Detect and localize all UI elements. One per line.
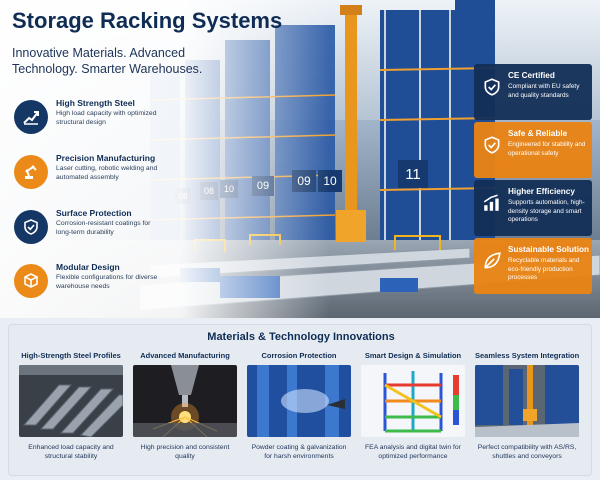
feature-surface-protection: Surface Protection Corrosion-resistant c… (14, 208, 174, 252)
card-higher-efficiency: Higher Efficiency Supports automation, h… (474, 180, 592, 236)
powder-coating-image (247, 365, 351, 437)
chart-up-icon (483, 194, 499, 211)
card-desc: Engineered for stability and operational… (508, 141, 586, 157)
fea-simulation-image (361, 365, 465, 437)
innovation-caption: Powder coating & galvanization for harsh… (251, 444, 347, 460)
feature-desc: Corrosion-resistant coatings for long-te… (56, 220, 151, 236)
card-safe-reliable: Safe & Reliable Engineered for stability… (474, 122, 592, 178)
innovation-caption: Enhanced load capacity and structural st… (28, 444, 114, 460)
innovation-title: Seamless System Integration (475, 351, 580, 360)
innovation-smart-design: Smart Design & Simulation (361, 351, 465, 475)
laser-cutting-image (133, 365, 237, 437)
card-title: Safe & Reliable (508, 129, 568, 138)
asrs-integration-image (475, 365, 579, 437)
feature-title: Precision Manufacturing (56, 153, 156, 163)
card-title: CE Certified (508, 71, 555, 80)
innovation-caption: High precision and consistent quality (140, 444, 230, 460)
innovation-corrosion-protection: Corrosion Protection Powder coating & ga… (247, 351, 351, 475)
innovation-system-integration: Seamless System Integration Perfect comp… (475, 351, 579, 475)
feature-title: Surface Protection (56, 208, 132, 218)
card-ce-certified: CE Certified Compliant with EU safety an… (474, 64, 592, 120)
shield-icon (24, 219, 38, 235)
rack-label: 11 (398, 160, 428, 188)
feature-desc: High load capacity with optimized struct… (56, 110, 157, 126)
feature-title: High Strength Steel (56, 98, 135, 108)
cube-icon (24, 273, 38, 288)
feature-desc: Laser cutting, robotic welding and autom… (56, 165, 158, 181)
innovation-caption: FEA analysis and digital twin for optimi… (365, 444, 461, 460)
feature-modular-design: Modular Design Flexible configurations f… (14, 262, 174, 306)
card-title: Higher Efficiency (508, 187, 575, 196)
feature-high-strength-steel: High Strength Steel High load capacity w… (14, 98, 174, 142)
chart-up-icon (23, 111, 39, 125)
innovation-advanced-manufacturing: Advanced Manufacturing High precision an… (133, 351, 237, 475)
page-title: Storage Racking Systems (12, 8, 283, 33)
innovation-title: Smart Design & Simulation (364, 351, 462, 360)
card-sustainable-solution: Sustainable Solution Recyclable material… (474, 238, 592, 294)
innovation-title: Corrosion Protection (261, 351, 337, 360)
panel-title: Materials & Technology Innovations (207, 331, 395, 343)
shield-check-icon (484, 78, 500, 96)
robot-arm-icon (25, 165, 37, 179)
card-desc: Recyclable materials and eco-friendly pr… (508, 257, 580, 282)
shield-check-icon (484, 136, 500, 154)
innovations-panel: Materials & Technology Innovations High-… (8, 324, 592, 476)
innovation-caption: Perfect compatibility with AS/RS, shuttl… (477, 444, 577, 460)
hero-section: 08 08 10 09 09 10 11 Storage Racking Sys… (0, 0, 600, 318)
card-desc: Compliant with EU safety and quality sta… (508, 83, 580, 99)
leaf-icon (484, 252, 501, 269)
card-title: Sustainable Solution (508, 245, 589, 254)
feature-desc: Flexible configurations for diverse ware… (56, 274, 158, 290)
feature-title: Modular Design (56, 262, 120, 272)
steel-profiles-image (19, 365, 123, 437)
page-subtitle: Innovative Materials. Advanced Technolog… (12, 46, 203, 76)
innovation-steel-profiles: High-Strength Steel Profiles Enhanced lo… (19, 351, 123, 475)
innovation-title: High-Strength Steel Profiles (21, 351, 121, 360)
feature-precision-manufacturing: Precision Manufacturing Laser cutting, r… (14, 153, 174, 197)
innovation-title: Advanced Manufacturing (140, 351, 230, 360)
card-desc: Supports automation, high-density storag… (508, 199, 585, 224)
